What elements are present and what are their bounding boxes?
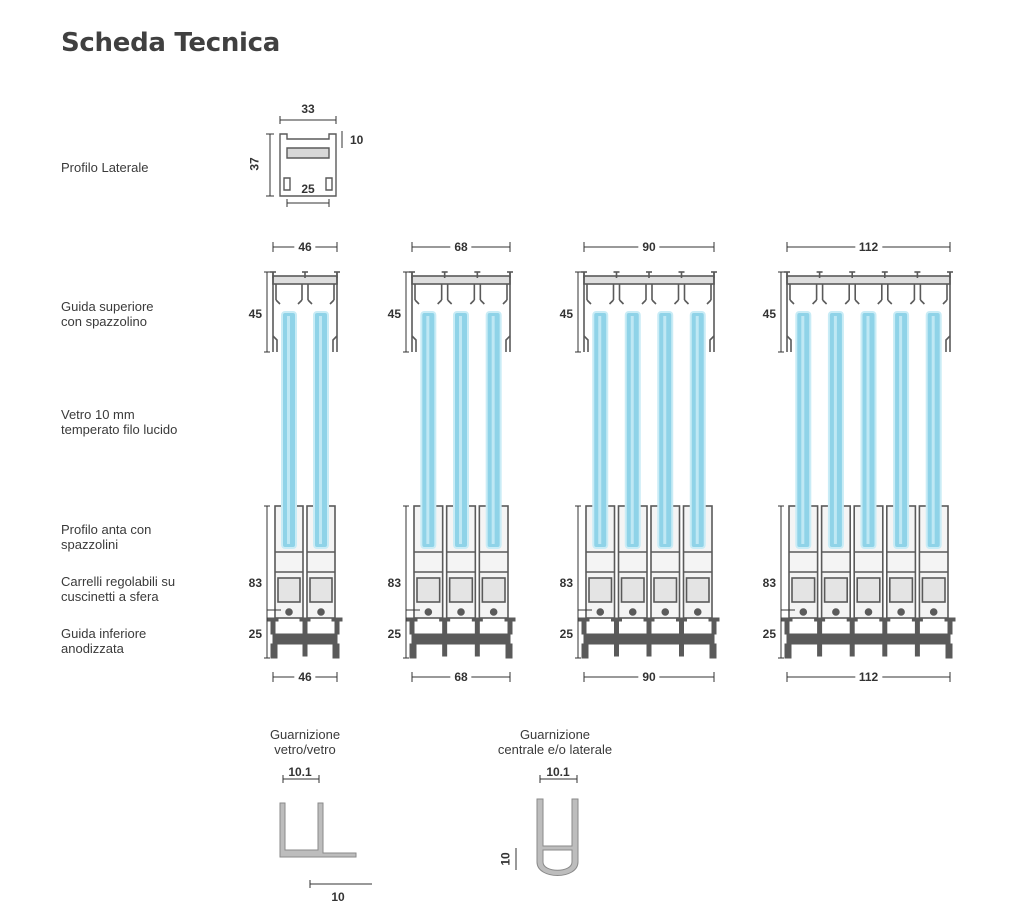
assembly-bottom-width: 112: [854, 671, 883, 683]
assembly-top-height: 45: [559, 307, 573, 321]
panel-profiles: [413, 505, 509, 619]
bottom-rail: [406, 617, 516, 659]
dimension-lines: [264, 242, 338, 682]
assembly-bottom-height: 83: [762, 576, 776, 590]
assembly-rail-height: 25: [559, 627, 573, 641]
side-profile-lip: 10: [350, 133, 364, 147]
assembly-rail-height: 25: [762, 627, 776, 641]
glass-panes: [281, 311, 329, 549]
assembly-top-width: 112: [854, 241, 883, 253]
gasket-centrale-height: 10: [498, 852, 513, 866]
assembly-top-width: 68: [450, 241, 472, 253]
assembly-bottom-height: 83: [559, 576, 573, 590]
assembly-top-height: 45: [248, 307, 262, 321]
assembly-5-drawing: [778, 242, 956, 682]
page-title: Scheda Tecnica: [61, 28, 280, 58]
top-rail: [270, 271, 340, 352]
top-rail: [784, 271, 953, 352]
bottom-rail: [267, 617, 343, 659]
assembly-2-drawing: [264, 242, 343, 682]
top-rail: [581, 271, 717, 352]
assembly-bottom-height: 83: [387, 576, 401, 590]
glass-panes: [795, 311, 942, 549]
label-carrelli: Carrelli regolabili su cuscinetti a sfer…: [61, 574, 176, 604]
assembly-4-drawing: [575, 242, 720, 682]
gasket-centrale-width: 10.1: [546, 765, 570, 779]
label-profilo-anta: Profilo anta con spazzolini: [61, 522, 152, 552]
top-rail: [409, 271, 513, 352]
panel-profiles: [788, 505, 949, 619]
label-guida-inferiore: Guida inferiore anodizzata: [61, 626, 147, 656]
label-vetro: Vetro 10 mm temperato filo lucido: [61, 407, 178, 437]
bottom-rail: [578, 617, 720, 659]
gasket-vetro-label: Guarnizione vetro/vetro: [269, 727, 341, 757]
glass-panes: [592, 311, 706, 549]
assembly-bottom-height: 83: [248, 576, 262, 590]
side-profile-inner: 25: [301, 182, 315, 196]
gasket-vetro-width: 10.1: [288, 765, 312, 779]
gasket-centrale-label: Guarnizione centrale e/o laterale: [497, 727, 613, 757]
assembly-top-width: 46: [294, 241, 316, 253]
assembly-top-height: 45: [387, 307, 401, 321]
label-profilo-laterale: Profilo Laterale: [61, 160, 149, 175]
side-profile-width: 33: [301, 102, 315, 116]
label-guida-superiore: Guida superiore con spazzolino: [61, 299, 154, 329]
assembly-bottom-width: 90: [638, 671, 660, 683]
assembly-bottom-width: 68: [450, 671, 472, 683]
gasket-vetro-base: 10: [331, 890, 345, 904]
assembly-bottom-width: 46: [294, 671, 316, 683]
assembly-3-drawing: [403, 242, 516, 682]
assembly-top-height: 45: [762, 307, 776, 321]
assembly-rail-height: 25: [387, 627, 401, 641]
assembly-top-width: 90: [638, 241, 660, 253]
assembly-rail-height: 25: [248, 627, 262, 641]
glass-panes: [420, 311, 502, 549]
bottom-rail: [781, 617, 956, 659]
